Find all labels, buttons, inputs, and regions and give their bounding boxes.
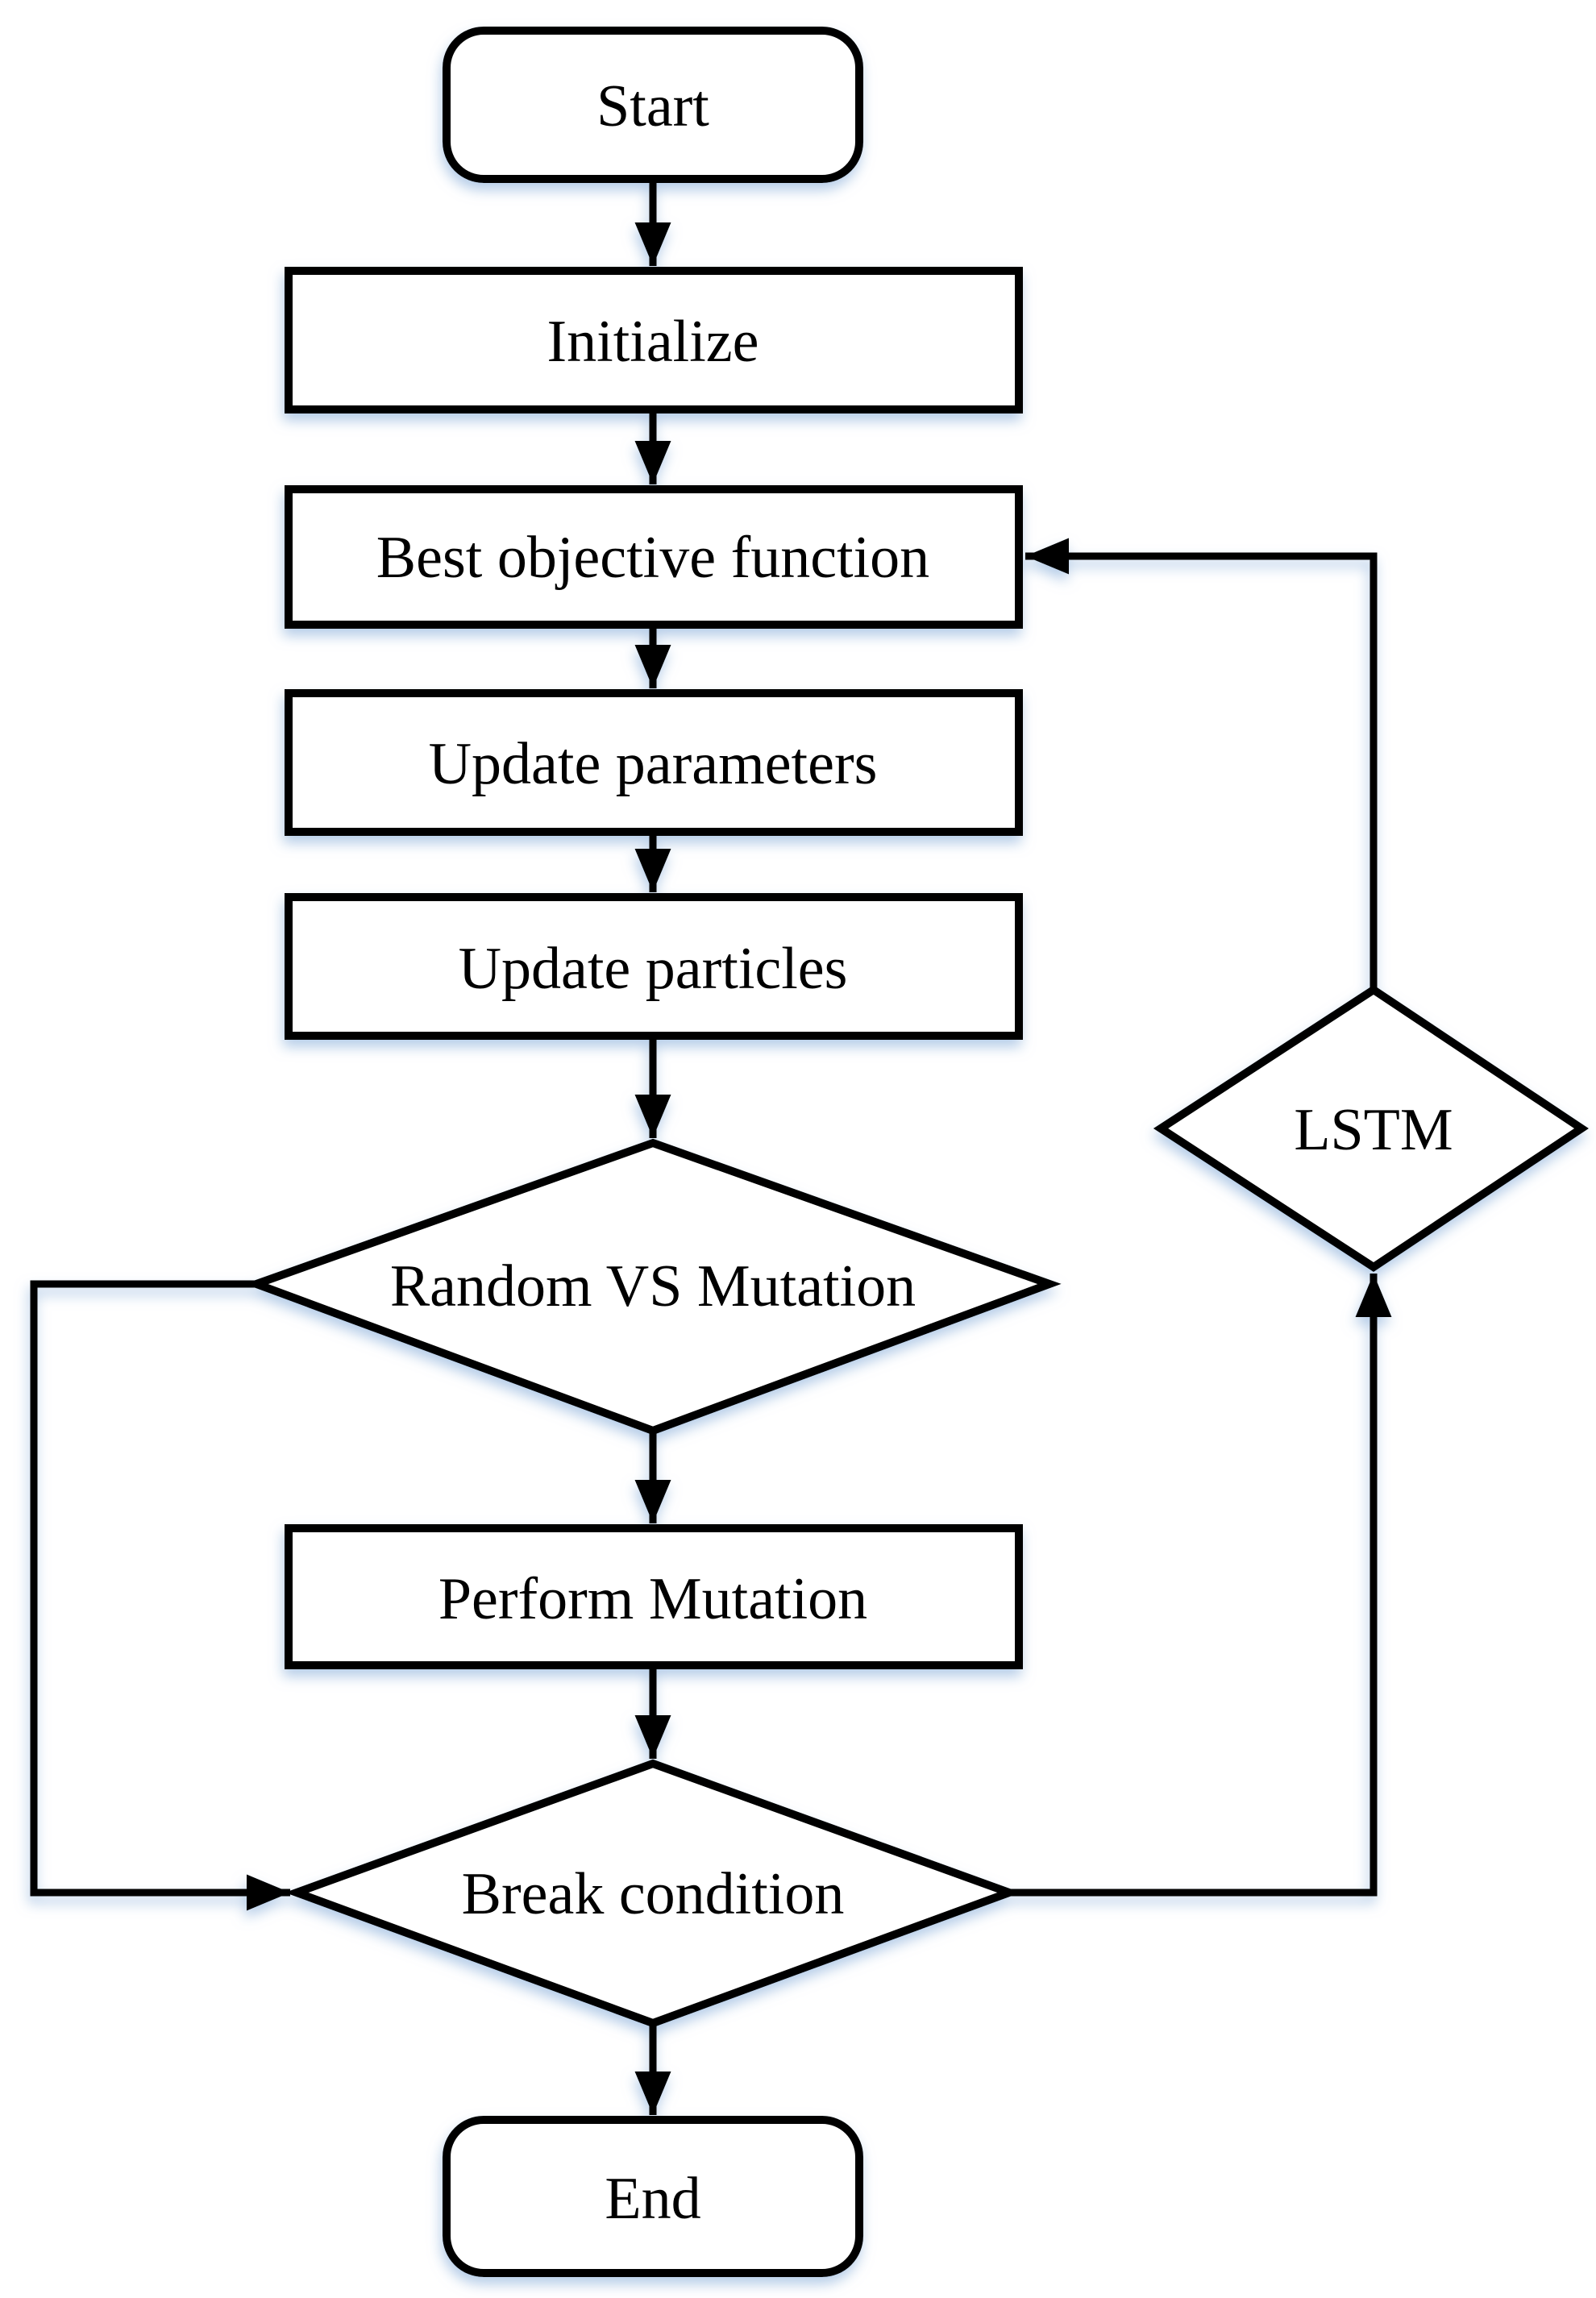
edge-random-vs-mutation-to-break-condition-loop <box>30 1280 290 1911</box>
best-objective-function-node <box>285 485 1023 629</box>
break-condition-decision <box>285 1759 1021 2028</box>
best-objective-function-label: Best objective function <box>376 525 929 591</box>
edge-lstm-to-best-objective <box>1025 538 1378 990</box>
initialize-node <box>285 267 1023 413</box>
start-node <box>443 27 863 183</box>
update-particles-label: Update particles <box>459 936 848 1002</box>
random-vs-mutation-label: Random VS Mutation <box>390 1253 916 1319</box>
break-condition-label: Break condition <box>462 1861 845 1927</box>
update-parameters-label: Update parameters <box>429 731 878 797</box>
end-label: End <box>605 2166 700 2232</box>
initialize-label: Initialize <box>547 309 759 375</box>
lstm-label: LSTM <box>1294 1097 1453 1163</box>
update-parameters-node <box>285 689 1023 836</box>
random-vs-mutation-decision <box>244 1138 1062 1436</box>
end-node <box>443 2116 863 2277</box>
edge-break-condition-to-lstm <box>1009 1274 1392 1897</box>
start-label: Start <box>596 73 709 139</box>
update-particles-node <box>285 893 1023 1040</box>
lstm-decision <box>1153 985 1590 1272</box>
perform-mutation-label: Perform Mutation <box>438 1566 867 1632</box>
perform-mutation-node <box>285 1524 1023 1669</box>
